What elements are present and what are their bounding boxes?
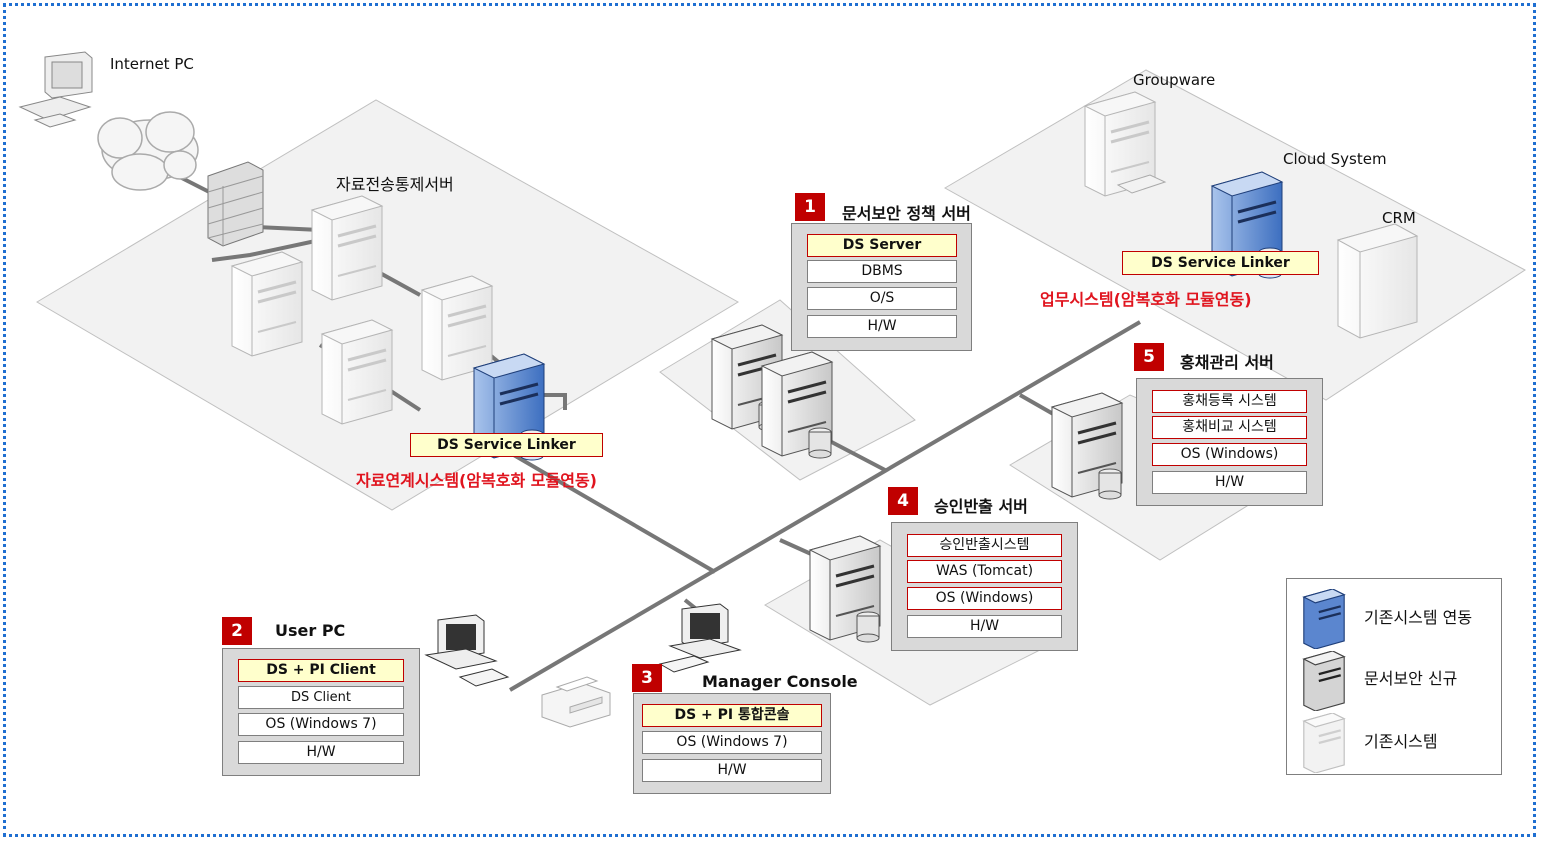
stack-row: OS (Windows) bbox=[1152, 443, 1307, 466]
stack-row: H/W bbox=[807, 315, 957, 338]
policy-server-stack: DS Server DBMS O/S H/W bbox=[791, 223, 972, 351]
stack-row: DS + PI Client bbox=[238, 659, 404, 682]
stack-row: DS Client bbox=[238, 686, 404, 709]
transfer-server-icon bbox=[320, 318, 394, 426]
approval-server-icon bbox=[808, 534, 882, 644]
stack-row: H/W bbox=[642, 759, 822, 782]
approval-server-stack: 승인반출시스템 WAS (Tomcat) OS (Windows) H/W bbox=[891, 522, 1078, 651]
internet-pc-label: Internet PC bbox=[110, 55, 194, 73]
manager-console-title: Manager Console bbox=[702, 672, 858, 691]
stack-row: 홍채비교 시스템 bbox=[1152, 416, 1307, 439]
manager-console-pc-icon bbox=[658, 603, 742, 673]
crm-label: CRM bbox=[1382, 209, 1416, 227]
stack-row: DS + PI 통합콘솔 bbox=[642, 704, 822, 727]
business-caption: 업무시스템(암복호화 모듈연동) bbox=[1040, 290, 1252, 309]
manager-console-number: 3 bbox=[632, 664, 662, 692]
policy-server-title: 문서보안 정책 서버 bbox=[842, 204, 971, 223]
stack-row: O/S bbox=[807, 287, 957, 310]
cloud-system-label: Cloud System bbox=[1283, 150, 1387, 168]
user-pc-number: 2 bbox=[222, 617, 252, 645]
stack-row: WAS (Tomcat) bbox=[907, 560, 1062, 583]
policy-server-number: 1 bbox=[795, 193, 825, 221]
user-pc-stack: DS + PI Client DS Client OS (Windows 7) … bbox=[222, 648, 420, 776]
stack-row: OS (Windows 7) bbox=[642, 731, 822, 754]
stack-row: H/W bbox=[907, 615, 1062, 638]
manager-console-stack: DS + PI 통합콘솔 OS (Windows 7) H/W bbox=[633, 693, 831, 794]
stack-row: DS Server bbox=[807, 234, 957, 257]
approval-server-number: 4 bbox=[888, 487, 918, 515]
bond-server-icon bbox=[1050, 391, 1124, 501]
blue-server-icon bbox=[1302, 589, 1346, 649]
internet-cloud-icon bbox=[97, 111, 199, 191]
stack-row: OS (Windows) bbox=[907, 587, 1062, 610]
legend-label: 기존시스템 bbox=[1364, 732, 1438, 751]
transfer-server-icon bbox=[420, 274, 494, 382]
diagram-frame bbox=[3, 3, 1536, 837]
stack-row: DBMS bbox=[807, 260, 957, 283]
stack-row: H/W bbox=[1152, 471, 1307, 494]
firewall-icon bbox=[207, 161, 264, 247]
crm-server-icon bbox=[1336, 223, 1419, 339]
transfer-server-label: 자료전송통제서버 bbox=[336, 175, 454, 194]
user-pc-icon bbox=[424, 614, 510, 687]
approval-server-title: 승인반출 서버 bbox=[934, 497, 1028, 516]
internet-pc-icon bbox=[18, 51, 93, 128]
legend: 기존시스템 연동 문서보안 신규 기존시스템 bbox=[1286, 578, 1502, 775]
printer-icon bbox=[541, 676, 611, 728]
user-pc-title: User PC bbox=[275, 621, 346, 640]
bond-server-number: 5 bbox=[1134, 343, 1164, 371]
bond-server-title: 홍채관리 서버 bbox=[1180, 353, 1274, 372]
bond-server-stack: 홍채등록 시스템 홍채비교 시스템 OS (Windows) H/W bbox=[1136, 378, 1323, 506]
legend-label: 기존시스템 연동 bbox=[1364, 608, 1473, 627]
business-service-linker: DS Service Linker bbox=[1122, 251, 1319, 275]
light-server-icon bbox=[1302, 713, 1346, 773]
keyboard-icon bbox=[1116, 174, 1167, 194]
gray-server-icon bbox=[1302, 651, 1346, 711]
data-link-service-linker: DS Service Linker bbox=[410, 433, 603, 457]
groupware-label: Groupware bbox=[1133, 71, 1216, 89]
stack-row: 홍채등록 시스템 bbox=[1152, 390, 1307, 413]
legend-label: 문서보안 신규 bbox=[1364, 669, 1458, 688]
stack-row: OS (Windows 7) bbox=[238, 713, 404, 736]
stack-row: H/W bbox=[238, 741, 404, 764]
transfer-server-icon bbox=[230, 250, 304, 358]
policy-server-icon bbox=[760, 350, 834, 460]
stack-row: 승인반출시스템 bbox=[907, 534, 1062, 557]
data-link-caption: 자료연계시스템(암복호화 모듈연동) bbox=[356, 471, 597, 490]
transfer-server-icon bbox=[310, 194, 384, 302]
